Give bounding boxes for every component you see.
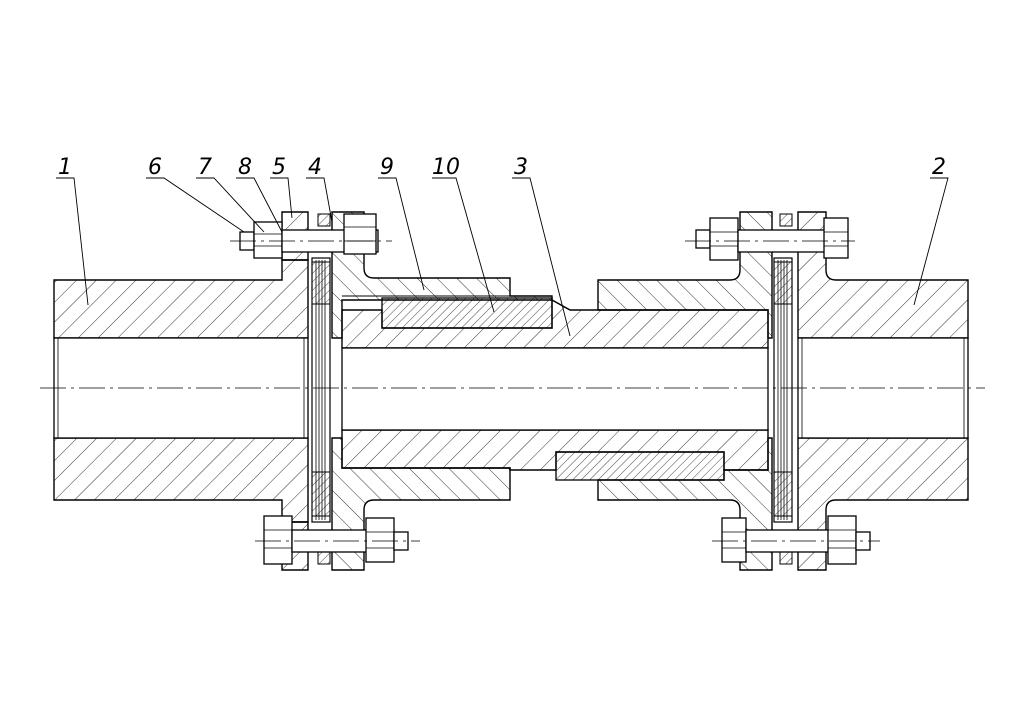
label-part-2: 2 bbox=[932, 155, 946, 180]
label-part-7: 7 bbox=[198, 155, 212, 180]
right-sleeve bbox=[597, 211, 773, 571]
label-part-3: 3 bbox=[514, 155, 528, 180]
label-part-10: 10 bbox=[432, 155, 460, 180]
label-part-8: 8 bbox=[238, 155, 252, 180]
label-part-4: 4 bbox=[308, 155, 322, 180]
label-part-5: 5 bbox=[272, 155, 286, 180]
right-hub bbox=[797, 211, 969, 571]
right-disc-pack bbox=[773, 257, 793, 523]
bolt-top-left bbox=[239, 213, 379, 259]
part-labels: 1 6 7 8 5 4 9 10 3 2 bbox=[58, 155, 946, 180]
label-part-1: 1 bbox=[58, 155, 72, 180]
keys bbox=[381, 297, 725, 481]
bolt-bottom-right bbox=[721, 515, 871, 565]
leader-lines bbox=[56, 177, 949, 337]
center-shaft bbox=[341, 298, 769, 471]
left-disc-pack bbox=[311, 257, 331, 523]
bolt-top-right bbox=[695, 213, 849, 261]
centerlines bbox=[40, 240, 985, 542]
label-part-9: 9 bbox=[380, 155, 394, 180]
label-part-6: 6 bbox=[148, 155, 162, 180]
